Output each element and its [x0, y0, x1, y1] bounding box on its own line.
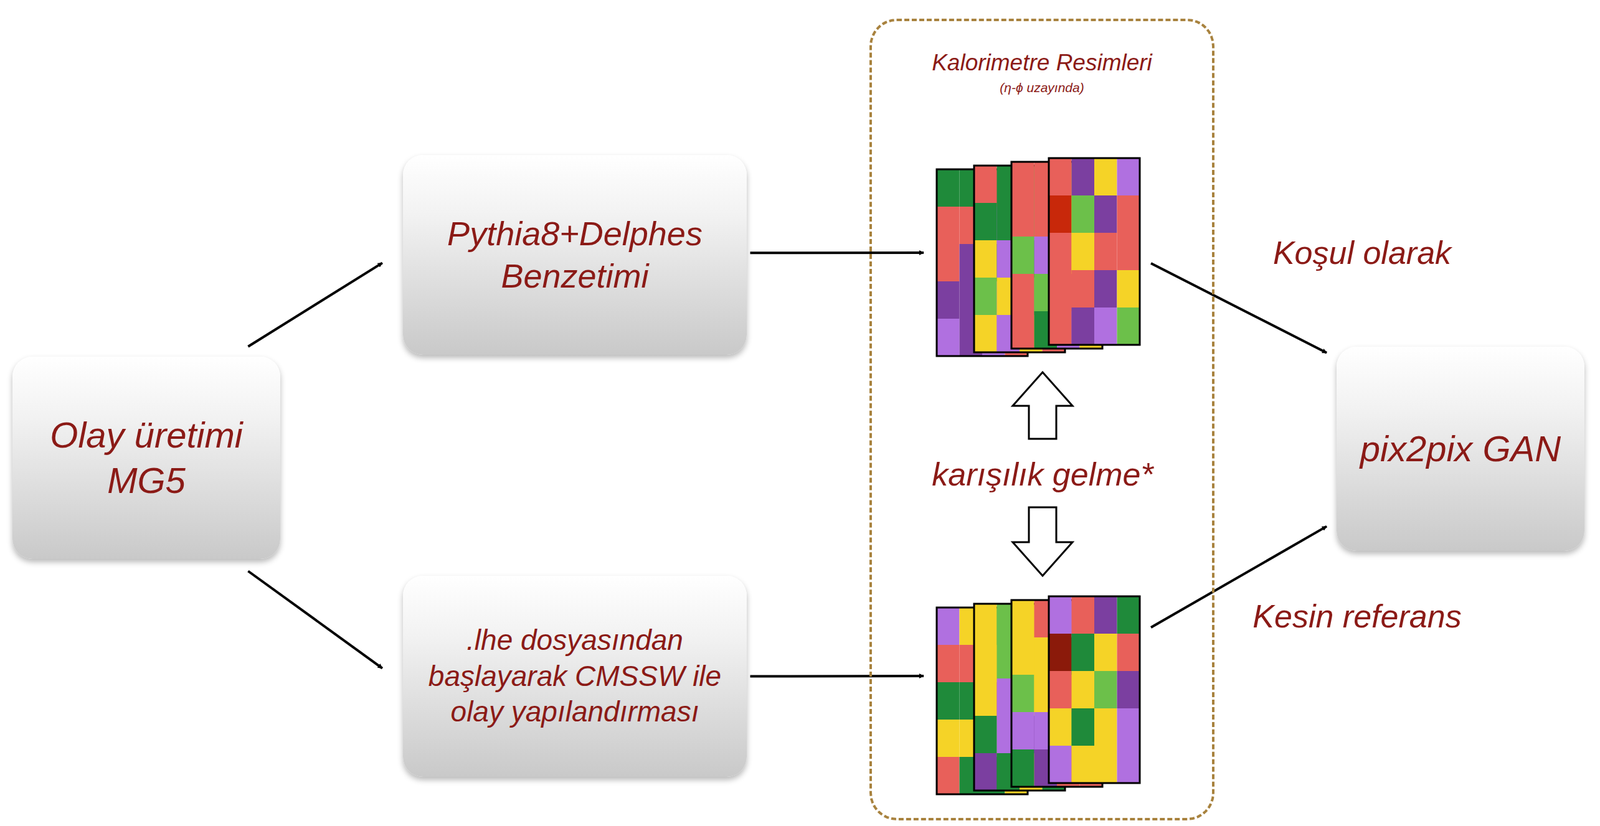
- pixel: [1071, 634, 1095, 672]
- pixel: [974, 604, 998, 642]
- process-box: pix2pix GAN: [1336, 346, 1585, 552]
- pixel: [974, 165, 998, 204]
- pixel: [1094, 158, 1118, 196]
- pixel: [1048, 158, 1072, 196]
- pixel: [1071, 270, 1095, 308]
- flow-arrow: [750, 675, 924, 679]
- pixel: [1011, 637, 1035, 676]
- pixel: [1011, 712, 1035, 750]
- pixel: [974, 277, 998, 316]
- pixel: [1048, 232, 1072, 271]
- process-box: Pythia8+Delphes Benzetimi: [402, 155, 747, 356]
- region-title: Kalorimetre Resimleri: [871, 48, 1212, 78]
- box-label: pix2pix GAN: [1360, 426, 1561, 473]
- pixel: [1094, 708, 1118, 747]
- pixel: [1117, 671, 1141, 709]
- pixel: [1071, 708, 1095, 747]
- pixel: [1071, 746, 1095, 784]
- pixel: [1011, 749, 1035, 788]
- pixel: [1011, 274, 1035, 312]
- pixel: [1071, 671, 1095, 709]
- edge-label: Kesin referans: [1249, 597, 1464, 636]
- pixel: [1117, 158, 1141, 196]
- pixel: [974, 203, 998, 241]
- pixel: [1117, 634, 1141, 672]
- flow-arrow: [247, 571, 382, 669]
- pixel: [974, 240, 998, 278]
- pixel: [1011, 236, 1035, 275]
- pixel: [1011, 199, 1035, 237]
- flow-arrow: [750, 251, 924, 255]
- image-frame: [1048, 158, 1140, 346]
- pixel: [936, 318, 960, 357]
- image-frame: [1048, 596, 1140, 784]
- pixel: [1071, 596, 1095, 635]
- pixel: [1117, 270, 1141, 308]
- pixel: [1048, 708, 1072, 747]
- calorimeter-image: [1048, 596, 1140, 784]
- pixel: [1117, 307, 1141, 346]
- hollow-arrow-up: [1012, 372, 1073, 440]
- region-subtitle: (η-ϕ uzayında): [871, 79, 1212, 96]
- hollow-arrow-down: [1012, 507, 1073, 577]
- pixel: [936, 244, 960, 282]
- group-region: Kalorimetre Resimleri(η-ϕ uzayında): [869, 18, 1215, 821]
- pixel: [1048, 746, 1072, 784]
- pixel: [1094, 307, 1118, 346]
- correspondence-label: karışılık gelme*: [929, 455, 1156, 494]
- pixel: [1094, 746, 1118, 784]
- pixel: [1071, 195, 1095, 233]
- pixel: [974, 753, 998, 791]
- pixel: [1071, 158, 1095, 196]
- pixel: [1071, 307, 1095, 346]
- flow-arrow: [1150, 263, 1327, 354]
- pixel: [1071, 232, 1095, 271]
- pixel: [936, 206, 960, 245]
- pixel: [1048, 634, 1072, 672]
- pixel: [1048, 307, 1072, 346]
- calorimeter-image: [1048, 158, 1140, 346]
- flow-arrow: [247, 262, 382, 347]
- box-label: .lhe dosyasından başlayarak CMSSW ile ol…: [416, 622, 734, 731]
- pixel: [1117, 596, 1141, 635]
- pixel: [1094, 596, 1118, 635]
- pixel: [974, 716, 998, 754]
- pixel: [974, 678, 998, 717]
- pixel: [1094, 634, 1118, 672]
- pixel: [1117, 232, 1141, 271]
- pixel: [974, 315, 998, 353]
- pixel: [936, 757, 960, 795]
- pixel: [1048, 596, 1072, 635]
- pixel: [1011, 161, 1035, 200]
- pixel: [1094, 195, 1118, 233]
- pixel: [974, 641, 998, 679]
- pixel: [936, 607, 960, 646]
- pixel: [1094, 270, 1118, 308]
- pixel: [1094, 232, 1118, 271]
- process-box: .lhe dosyasından başlayarak CMSSW ile ol…: [402, 576, 747, 778]
- pixel: [936, 682, 960, 720]
- pixel: [1048, 270, 1072, 308]
- box-label: Olay üretimi MG5: [26, 412, 267, 504]
- pixel: [936, 169, 960, 207]
- pixel: [1011, 600, 1035, 638]
- pixel: [1048, 671, 1072, 709]
- pixel: [1117, 746, 1141, 784]
- pixel: [1011, 311, 1035, 349]
- pixel: [936, 719, 960, 758]
- pixel: [1117, 708, 1141, 747]
- pixel: [936, 281, 960, 319]
- box-label: Pythia8+Delphes Benzetimi: [416, 213, 734, 298]
- pixel: [1048, 195, 1072, 233]
- pixel: [1117, 195, 1141, 233]
- pixel: [936, 645, 960, 683]
- edge-label: Koşul olarak: [1270, 234, 1454, 272]
- process-box: Olay üretimi MG5: [12, 356, 281, 560]
- pixel: [1011, 675, 1035, 713]
- pixel: [1094, 671, 1118, 709]
